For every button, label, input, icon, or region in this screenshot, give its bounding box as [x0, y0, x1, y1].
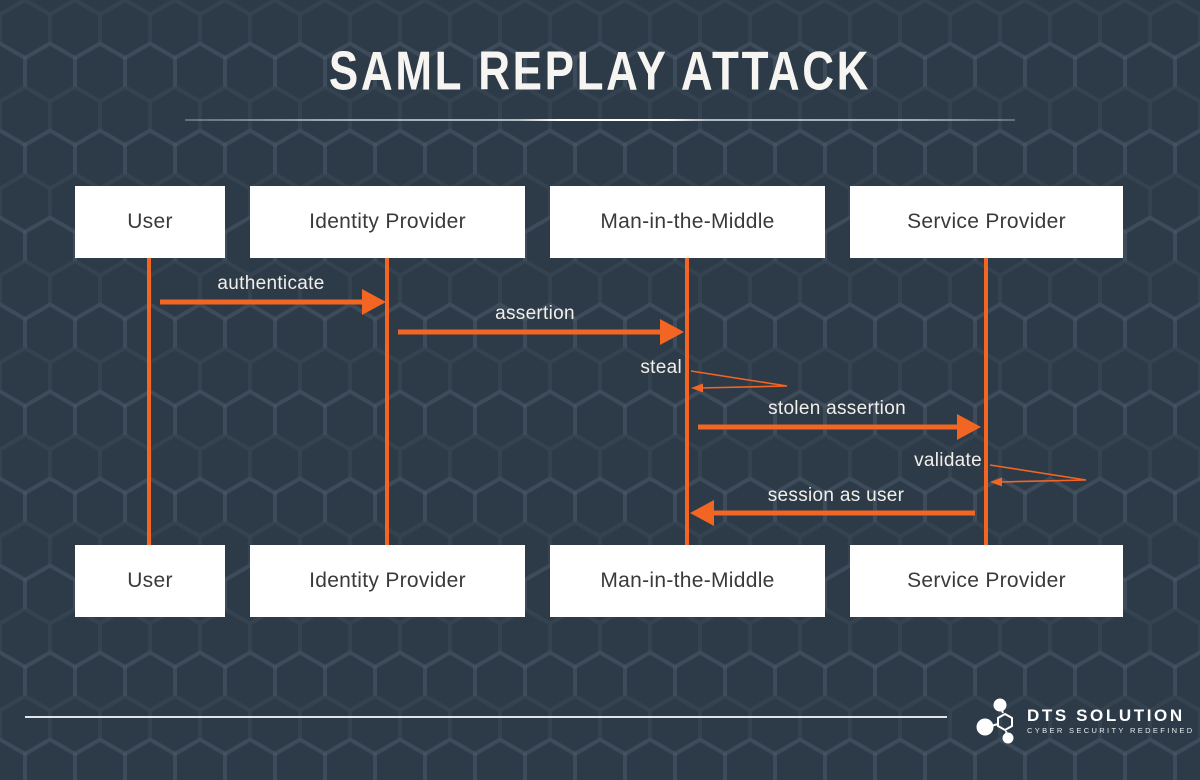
participant-label: Identity Provider	[309, 210, 466, 233]
participant-box-service-provider-bottom: Service Provider	[850, 545, 1123, 617]
logo-tagline-text: CYBER SECURITY REDEFINED	[1027, 726, 1195, 736]
message-label-assertion: assertion	[495, 303, 575, 324]
arrow-assertion	[398, 319, 684, 345]
arrow-stolen-assertion	[698, 414, 981, 440]
participant-box-identity-provider-bottom: Identity Provider	[250, 545, 525, 617]
participant-box-man-in-the-middle-top: Man-in-the-Middle	[550, 186, 825, 258]
arrow-session-as-user	[690, 500, 975, 526]
arrow-authenticate	[160, 289, 386, 315]
message-label-session-as-user: session as user	[767, 485, 905, 506]
participant-box-user-bottom: User	[75, 545, 225, 617]
message-label-validate: validate	[914, 450, 982, 471]
logo-text-block: DTS SOLUTION CYBER SECURITY REDEFINED	[1027, 707, 1195, 735]
title-divider	[185, 119, 1015, 121]
participant-label: User	[127, 210, 173, 233]
participant-box-identity-provider-top: Identity Provider	[250, 186, 525, 258]
arrow-validate-self-loop	[989, 464, 1087, 487]
participant-label: Man-in-the-Middle	[600, 210, 775, 233]
lifeline-man-in-the-middle	[685, 258, 689, 545]
participant-box-user-top: User	[75, 186, 225, 258]
participant-label: Service Provider	[907, 210, 1066, 233]
dts-molecule-icon	[976, 698, 1014, 744]
page-title: SAML REPLAY ATTACK	[328, 40, 872, 102]
message-label-authenticate: authenticate	[217, 273, 325, 294]
arrow-steal-self-loop	[690, 370, 788, 393]
participant-label: Identity Provider	[309, 569, 466, 592]
participant-label: User	[127, 569, 173, 592]
logo-brand-text: DTS SOLUTION	[1027, 706, 1185, 726]
lifeline-user	[147, 258, 151, 545]
lifeline-identity-provider	[385, 258, 389, 545]
lifeline-service-provider	[984, 258, 988, 545]
footer-divider	[25, 716, 947, 718]
participant-box-man-in-the-middle-bottom: Man-in-the-Middle	[550, 545, 825, 617]
message-label-steal: steal	[640, 357, 682, 378]
participant-box-service-provider-top: Service Provider	[850, 186, 1123, 258]
dts-solution-logo: DTS SOLUTION CYBER SECURITY REDEFINED	[976, 698, 1195, 744]
participant-label: Man-in-the-Middle	[600, 569, 775, 592]
message-label-stolen-assertion: stolen assertion	[768, 398, 906, 419]
participant-label: Service Provider	[907, 569, 1066, 592]
